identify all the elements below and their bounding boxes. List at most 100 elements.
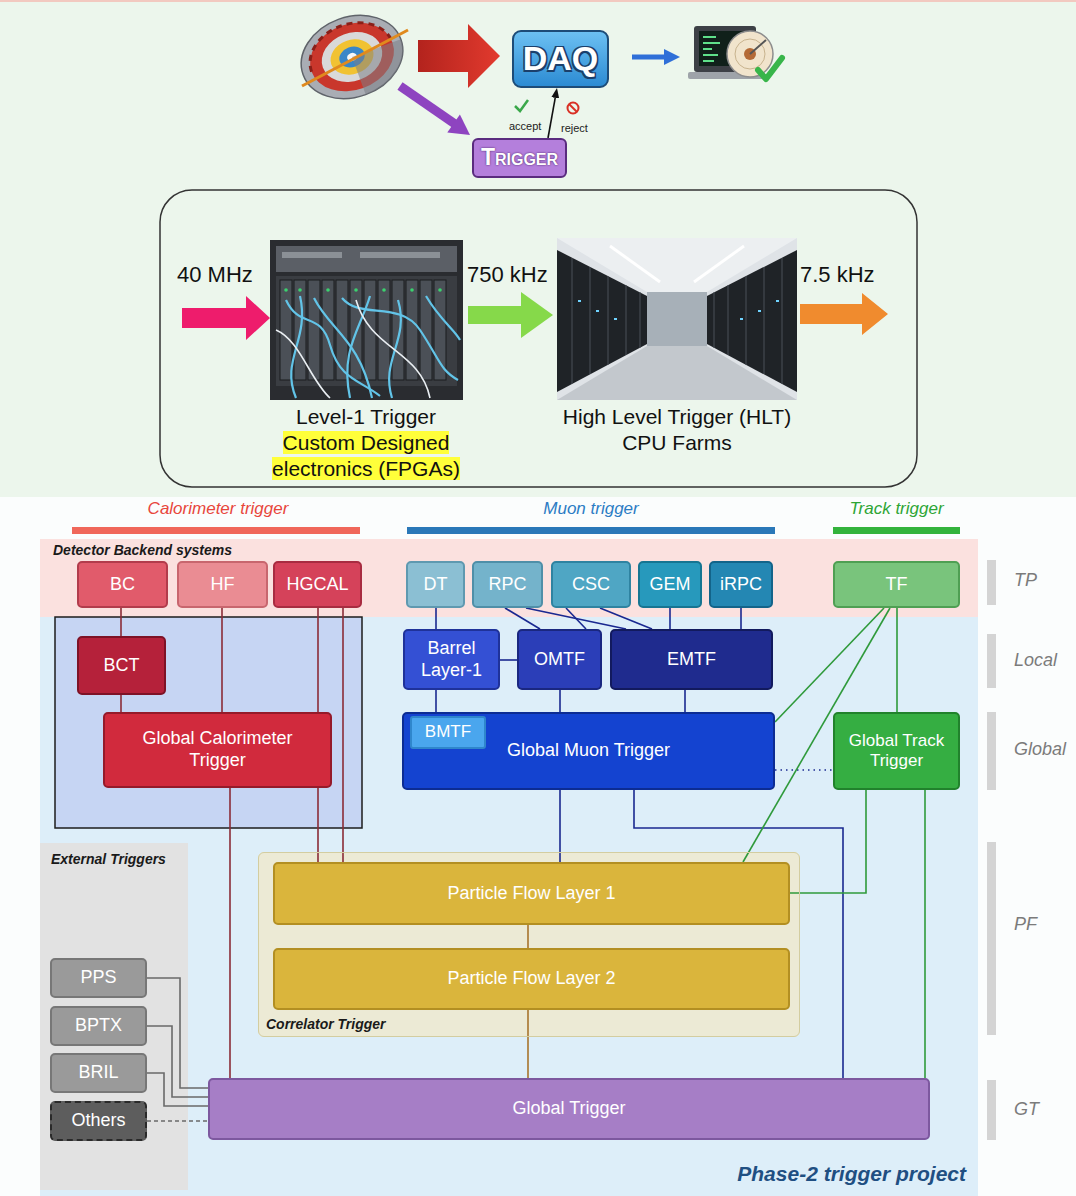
text-line: Global Track Trigger: [841, 731, 952, 772]
category-label: Muon trigger: [543, 499, 638, 518]
text-line: TRIGGER: [481, 145, 558, 170]
text-line: External Triggers: [51, 850, 166, 868]
computer-icon: [703, 48, 712, 50]
text-line: DT: [424, 574, 448, 596]
text-line: High Level Trigger (HLT) CPU Farms: [553, 404, 801, 456]
computer-icon: [758, 58, 782, 79]
region-label: Detector Backend systems: [53, 542, 232, 558]
level-bar: [987, 634, 996, 688]
text-line: BCT: [104, 655, 140, 677]
signal-line: [634, 790, 843, 1078]
box-label: HGCAL: [286, 574, 348, 594]
signal-line: [229, 788, 231, 1078]
reject-sign: [569, 104, 577, 112]
trigger-box: HGCAL: [273, 561, 362, 608]
category-bar: [72, 527, 960, 534]
box-label: iRPC: [720, 574, 762, 594]
box-label: TRIGGER: [481, 145, 558, 170]
cpu-farm-photo: [557, 250, 647, 392]
computer-icon: [694, 26, 756, 72]
signal-line: [147, 1073, 208, 1106]
rate-arrow: [468, 306, 522, 324]
trigger-box: Global Trigger: [208, 1078, 930, 1140]
fpga-crate-photo: [438, 288, 442, 292]
box-label: TF: [886, 574, 908, 594]
fpga-crate-photo: [426, 296, 460, 340]
text-line: Particle Flow Layer 2: [447, 968, 615, 990]
storage-arrow: [632, 55, 666, 60]
trigger-arrow: [447, 115, 470, 135]
text-line: Particle Flow Layer 1: [447, 883, 615, 905]
region-fill: [40, 843, 188, 1190]
computer-icon: [735, 39, 765, 69]
detector-illustration: [336, 43, 367, 71]
box-label: Others: [71, 1110, 125, 1130]
box-label: RPC: [488, 574, 526, 594]
box-label: PPS: [80, 967, 116, 987]
category-label: Calorimeter trigger: [148, 499, 289, 518]
box-label: BPTX: [75, 1015, 122, 1035]
box-label: DT: [424, 574, 448, 594]
fpga-crate-photo: [350, 280, 362, 380]
text-line: Custom Designed electronics (FPGAs): [264, 430, 468, 482]
trigger-box: EMTF: [610, 629, 773, 690]
level-label: GT: [1014, 1099, 1039, 1119]
text-line: Global Muon Trigger: [507, 740, 670, 762]
trigger-box: PPS: [50, 958, 147, 998]
trigger-box: Particle Flow Layer 2: [273, 948, 790, 1010]
label-wrap: PF: [1014, 914, 1037, 935]
box-label: Particle Flow Layer 2: [447, 968, 615, 988]
text-line: HGCAL: [286, 574, 348, 596]
signal-line: [684, 690, 686, 712]
signal-line: [500, 659, 517, 661]
top-rule: [0, 0, 1076, 2]
fpga-crate-photo: [336, 280, 348, 380]
category-bar: [833, 527, 960, 534]
trigger-box: Particle Flow Layer 1: [273, 862, 790, 925]
output-rate-arrow: [800, 293, 888, 335]
fpga-crate-photo: [286, 300, 380, 396]
label-wrap: Global: [1014, 739, 1066, 760]
cpu-farm-photo: [557, 238, 797, 400]
trigger-box: BRIL: [50, 1053, 147, 1093]
cpu-farm-photo: [714, 292, 715, 348]
backend-band: Detector Backend systemsBCHFHGCALDTRPCCS…: [40, 539, 978, 617]
trigger-box: DT: [406, 561, 465, 608]
fpga-crate-photo: [322, 280, 334, 380]
label-wrap: TP: [1014, 570, 1037, 591]
text-line: GEM: [649, 574, 690, 596]
cpu-farm-photo: [707, 250, 797, 392]
box-label: HF: [211, 574, 235, 594]
signal-line: [317, 788, 319, 862]
fpga-crate-photo: [308, 280, 320, 380]
category-label: Track trigger: [849, 499, 943, 518]
correlator-panel: Correlator Trigger Particle Flow Layer 1 P…: [258, 852, 800, 1037]
computer-icon: [703, 54, 718, 56]
level-label: Local: [1014, 650, 1057, 670]
text-line: BC: [110, 574, 135, 596]
fpga-crate-photo: [314, 298, 372, 398]
text-line: Detector Backend systems: [53, 541, 232, 559]
label-wrap: 40 MHz: [177, 262, 253, 288]
cpu-farm-photo: [578, 300, 779, 320]
computer-icon: [703, 36, 716, 38]
level-bar: [987, 560, 996, 1140]
cpu-farm-photo: [578, 300, 581, 302]
trigger-box: BCT: [77, 636, 166, 695]
fpga-crate-photo: [286, 296, 460, 398]
trigger-box: HF: [177, 561, 268, 608]
label-wrap: accept: [509, 116, 541, 134]
trigger-box: Global Muon TriggerBMTF: [402, 712, 775, 790]
label-wrap: Track trigger: [823, 499, 970, 519]
region-label: Correlator Trigger: [266, 1016, 386, 1032]
trigger-chain-frame: [160, 190, 917, 487]
fpga-crate-photo: [291, 296, 302, 398]
text-line: Correlator Trigger: [266, 1015, 386, 1033]
computer-icon: [703, 37, 720, 61]
cpu-farm-photo: [572, 258, 573, 384]
project-panel: Phase-2 trigger projectBCTGlobal Calorim…: [40, 617, 978, 1196]
fpga-crate-photo: [276, 276, 457, 386]
caption: High Level Trigger (HLT) CPU Farms: [563, 405, 791, 454]
box-label: Global Calorimeter Trigger: [142, 728, 292, 770]
